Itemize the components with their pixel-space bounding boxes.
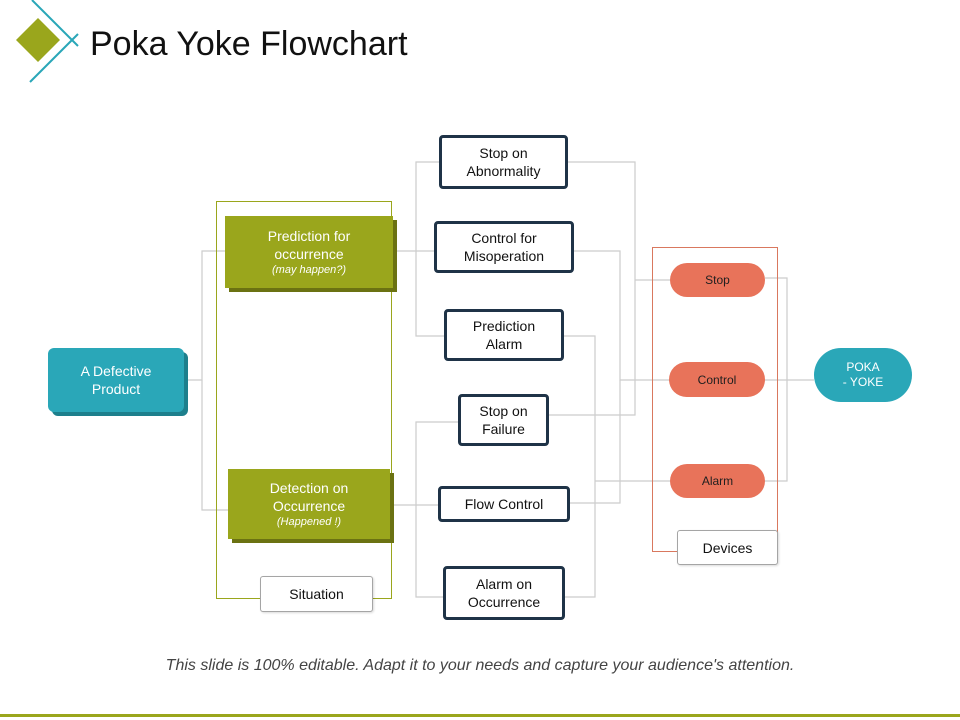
diamond-logo-icon bbox=[16, 0, 79, 83]
method-label: Control for Misoperation bbox=[463, 230, 545, 264]
device-label: Control bbox=[697, 372, 737, 387]
prediction-label: Prediction for occurrence bbox=[267, 228, 351, 262]
prediction-sublabel: (may happen?) bbox=[272, 264, 346, 276]
situation-label-box: Situation bbox=[260, 576, 373, 612]
method-stop-on-failure: Stop on Failure bbox=[458, 394, 549, 446]
device-control: Control bbox=[669, 362, 765, 397]
poka-yoke-node: POKA - YOKE bbox=[814, 348, 912, 402]
devices-label: Devices bbox=[702, 539, 753, 556]
page-title: Poka Yoke Flowchart bbox=[90, 25, 408, 63]
detection-label: Detection on Occurrence bbox=[269, 480, 349, 514]
method-label: Prediction Alarm bbox=[472, 318, 536, 352]
situation-label: Situation bbox=[289, 586, 344, 602]
poka-yoke-line-2: - YOKE bbox=[842, 375, 884, 389]
method-label: Flow Control bbox=[464, 496, 544, 512]
method-flow-control: Flow Control bbox=[438, 486, 570, 522]
method-label: Stop on Abnormality bbox=[466, 145, 541, 179]
method-control-for-misoperation: Control for Misoperation bbox=[434, 221, 574, 273]
bottom-divider bbox=[0, 714, 960, 717]
defective-product-node: A Defective Product bbox=[48, 348, 184, 412]
device-stop: Stop bbox=[670, 263, 765, 297]
detection-node: Detection on Occurrence (Happened !) bbox=[228, 469, 390, 539]
prediction-node: Prediction for occurrence (may happen?) bbox=[225, 216, 393, 288]
poka-yoke-line-1: POKA bbox=[846, 360, 880, 374]
method-stop-on-abnormality: Stop on Abnormality bbox=[439, 135, 568, 189]
device-label: Alarm bbox=[701, 474, 734, 488]
detection-sublabel: (Happened !) bbox=[276, 516, 342, 528]
devices-label-box: Devices bbox=[677, 530, 778, 565]
method-label: Alarm on Occurrence bbox=[467, 576, 541, 610]
device-alarm: Alarm bbox=[670, 464, 765, 498]
method-prediction-alarm: Prediction Alarm bbox=[444, 309, 564, 361]
method-label: Stop on Failure bbox=[479, 403, 528, 437]
defective-product-label: A Defective Product bbox=[80, 363, 152, 397]
footnote: This slide is 100% editable. Adapt it to… bbox=[165, 657, 795, 674]
device-label: Stop bbox=[705, 273, 730, 287]
method-alarm-on-occurrence: Alarm on Occurrence bbox=[443, 566, 565, 620]
